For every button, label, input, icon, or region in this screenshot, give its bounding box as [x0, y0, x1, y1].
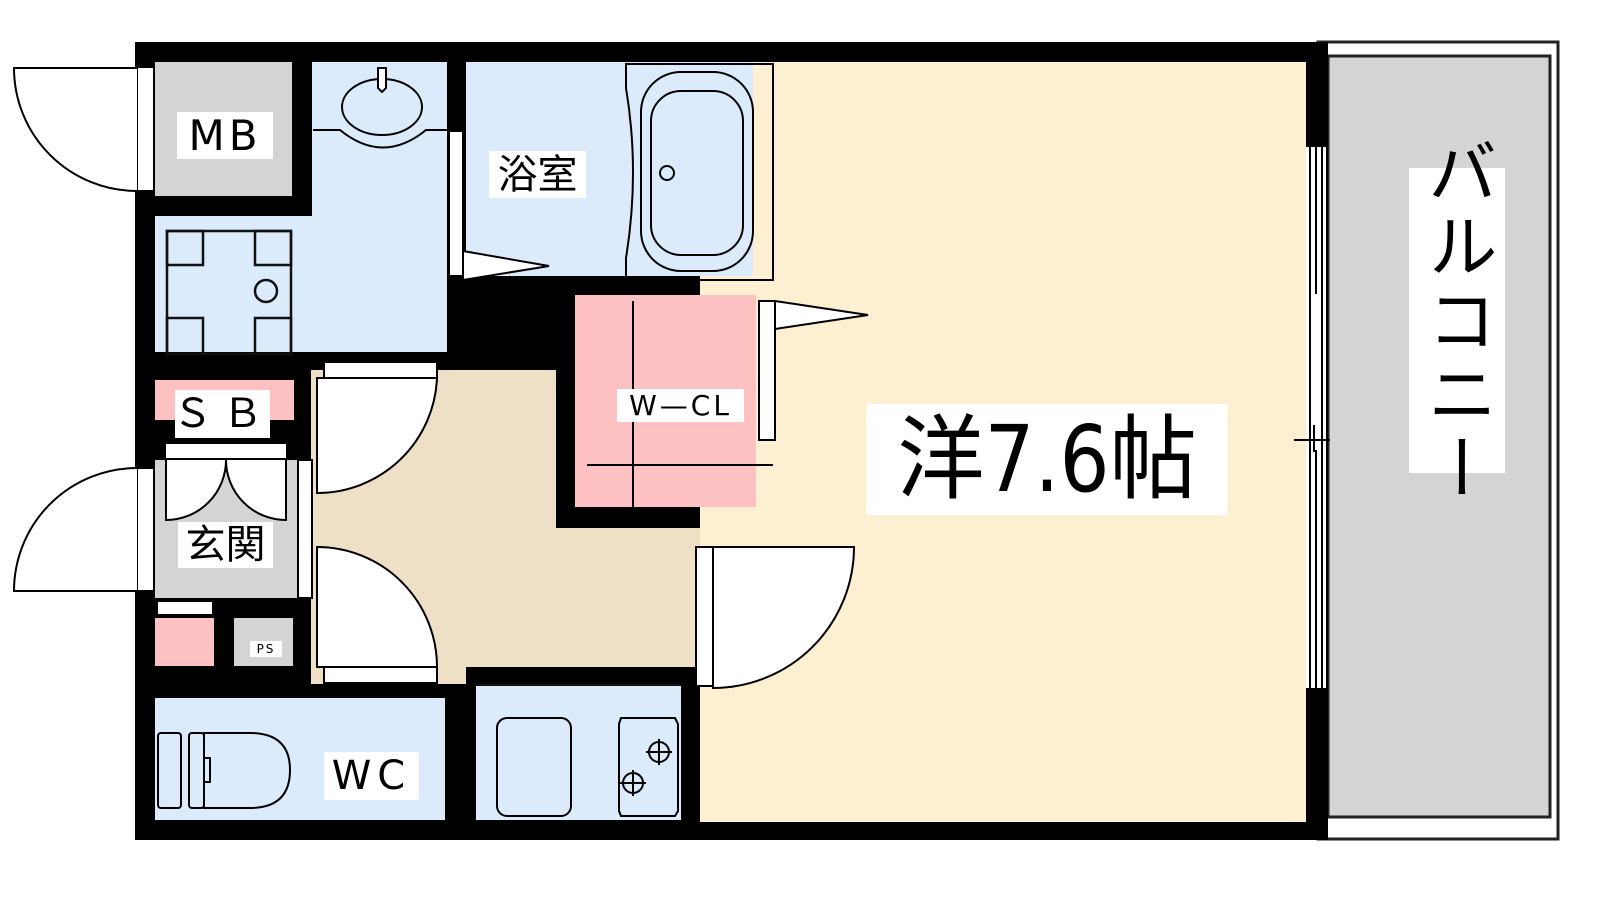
- entrance-label: 玄関: [178, 522, 273, 568]
- western-room-label: 洋7.6帖: [866, 404, 1228, 515]
- toilet-label: WC: [324, 752, 419, 800]
- washroom-door[interactable]: [316, 361, 439, 495]
- balcony-sliding-window[interactable]: [1294, 147, 1330, 688]
- washbasin-icon: [313, 67, 453, 149]
- room-small-storage: [155, 618, 214, 666]
- meter-box-label: MB: [177, 112, 273, 159]
- two-burner-stove-icon: [618, 717, 679, 817]
- western-room-door[interactable]: [695, 546, 856, 690]
- walk-in-closet-label: W—CL: [617, 389, 744, 422]
- shoe-box-label: ＳＢ: [172, 390, 273, 438]
- kitchen-sink-icon: [496, 717, 572, 817]
- pipe-space-label: PS: [250, 641, 282, 657]
- walk-in-closet-door[interactable]: [758, 299, 869, 441]
- entrance-door[interactable]: [12, 467, 155, 592]
- toilet-door[interactable]: [316, 545, 439, 684]
- bathroom-label: 浴室: [489, 151, 586, 198]
- washing-machine-pan-icon: [165, 229, 293, 356]
- front-door[interactable]: [12, 66, 155, 192]
- bathtub-icon: [625, 63, 774, 281]
- shoe-box-doors[interactable]: [164, 442, 288, 522]
- balcony-label: バルコニー: [1409, 136, 1505, 506]
- toilet-icon: [157, 732, 292, 809]
- bathroom-door[interactable]: [448, 130, 550, 282]
